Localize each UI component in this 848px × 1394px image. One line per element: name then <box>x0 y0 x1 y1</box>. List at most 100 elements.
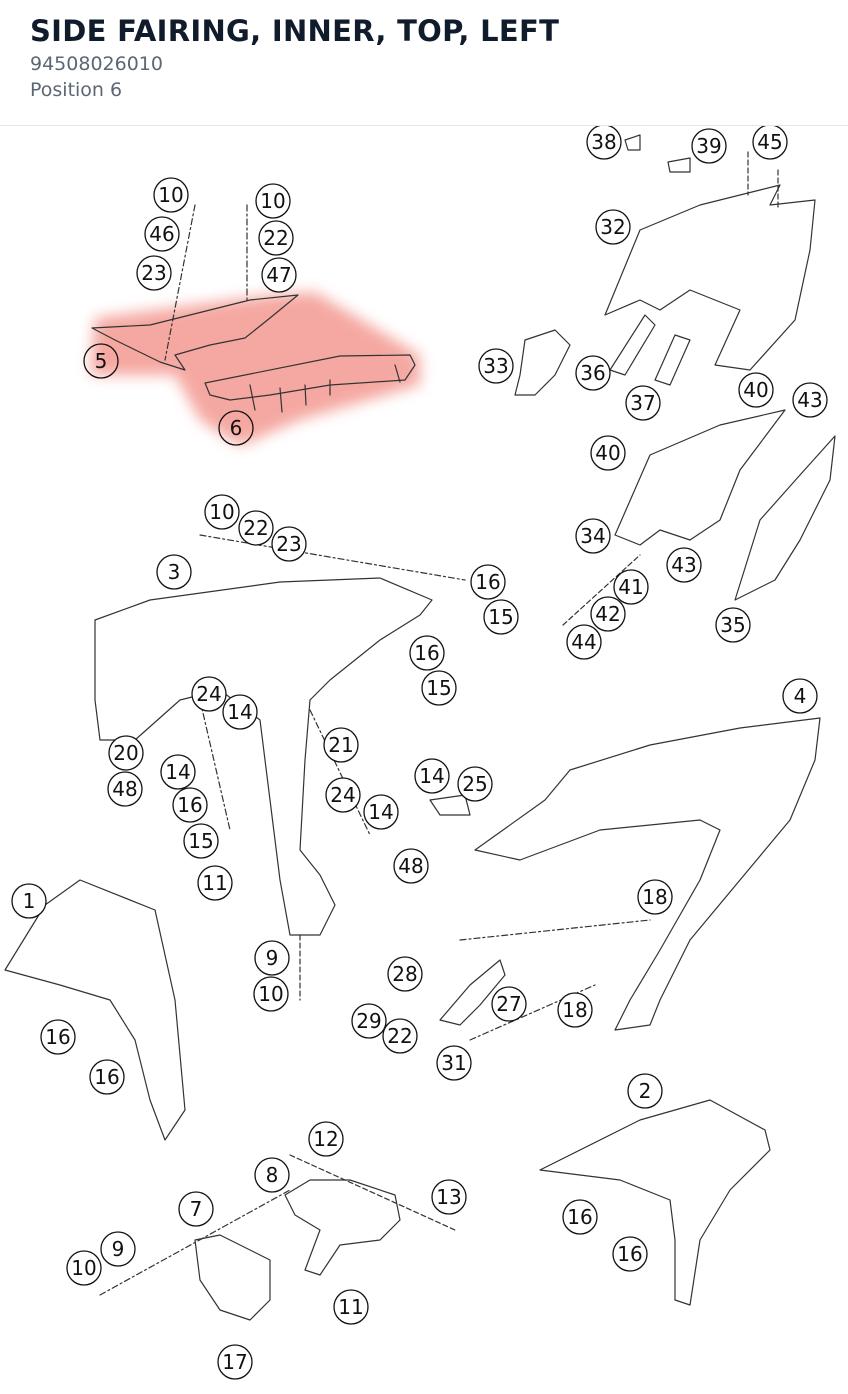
callout-46[interactable]: 46 <box>144 216 180 252</box>
callout-13[interactable]: 13 <box>431 1179 467 1215</box>
callout-1[interactable]: 1 <box>11 883 47 919</box>
part-6-bracket[interactable] <box>204 354 416 401</box>
callout-34[interactable]: 34 <box>575 518 611 554</box>
svg-text:10: 10 <box>158 183 183 207</box>
callout-41[interactable]: 41 <box>613 569 649 605</box>
part-8-bracket[interactable] <box>284 1179 401 1276</box>
callout-16[interactable]: 16 <box>40 1019 76 1055</box>
svg-text:16: 16 <box>94 1065 119 1089</box>
callout-16[interactable]: 16 <box>172 787 208 823</box>
part-1-fairing[interactable] <box>4 879 186 1141</box>
callout-16[interactable]: 16 <box>409 635 445 671</box>
callout-11[interactable]: 11 <box>333 1289 369 1325</box>
callout-23[interactable]: 23 <box>271 526 307 562</box>
svg-text:40: 40 <box>595 441 620 465</box>
part-5-bracket[interactable] <box>91 294 299 371</box>
svg-text:25: 25 <box>462 772 487 796</box>
selected-part-highlight[interactable] <box>90 292 420 446</box>
callout-14[interactable]: 14 <box>363 794 399 830</box>
part-36-trim[interactable] <box>609 314 656 376</box>
callout-7[interactable]: 7 <box>178 1191 214 1227</box>
callout-2[interactable]: 2 <box>627 1073 663 1109</box>
callout-28[interactable]: 28 <box>387 956 423 992</box>
callout-10[interactable]: 10 <box>66 1250 102 1286</box>
part-39[interactable] <box>667 157 691 173</box>
callout-14[interactable]: 14 <box>160 754 196 790</box>
callout-40[interactable]: 40 <box>738 372 774 408</box>
callout-24[interactable]: 24 <box>325 777 361 813</box>
callout-15[interactable]: 15 <box>183 823 219 859</box>
callout-38[interactable]: 38 <box>586 124 622 160</box>
callout-20[interactable]: 20 <box>108 735 144 771</box>
callout-16[interactable]: 16 <box>562 1199 598 1235</box>
part-35-side-panel[interactable] <box>734 435 836 601</box>
callout-48[interactable]: 48 <box>107 771 143 807</box>
part-34-side-panel[interactable] <box>614 409 786 546</box>
callout-23[interactable]: 23 <box>136 255 172 291</box>
callout-6[interactable]: 6 <box>218 410 254 446</box>
callout-22[interactable]: 22 <box>238 510 274 546</box>
callout-42[interactable]: 42 <box>590 596 626 632</box>
callout-16[interactable]: 16 <box>470 564 506 600</box>
callout-10[interactable]: 10 <box>255 183 291 219</box>
callout-21[interactable]: 21 <box>323 727 359 763</box>
callout-14[interactable]: 14 <box>222 694 258 730</box>
callout-32[interactable]: 32 <box>595 209 631 245</box>
callout-24[interactable]: 24 <box>191 676 227 712</box>
part-32-tail-cover[interactable] <box>604 184 816 371</box>
callout-5[interactable]: 5 <box>83 343 119 379</box>
callout-35[interactable]: 35 <box>715 607 751 643</box>
callout-3[interactable]: 3 <box>156 554 192 590</box>
callout-39[interactable]: 39 <box>691 128 727 164</box>
callout-40[interactable]: 40 <box>590 435 626 471</box>
callout-47[interactable]: 47 <box>261 257 297 293</box>
svg-text:48: 48 <box>398 854 423 878</box>
callout-18[interactable]: 18 <box>557 992 593 1028</box>
part-7-grille[interactable] <box>194 1234 271 1321</box>
callout-8[interactable]: 8 <box>254 1157 290 1193</box>
callout-37[interactable]: 37 <box>625 385 661 421</box>
part-37-grille[interactable] <box>654 334 691 386</box>
callout-12[interactable]: 12 <box>308 1121 344 1157</box>
callout-16[interactable]: 16 <box>89 1059 125 1095</box>
callout-17[interactable]: 17 <box>217 1344 253 1380</box>
leader-line <box>164 204 196 361</box>
svg-text:32: 32 <box>600 215 625 239</box>
callout-44[interactable]: 44 <box>566 624 602 660</box>
svg-text:13: 13 <box>436 1185 461 1209</box>
callout-29[interactable]: 29 <box>351 1003 387 1039</box>
callout-43[interactable]: 43 <box>792 382 828 418</box>
callout-10[interactable]: 10 <box>153 177 189 213</box>
svg-text:46: 46 <box>149 222 174 246</box>
callout-16[interactable]: 16 <box>612 1236 648 1272</box>
callout-10[interactable]: 10 <box>204 494 240 530</box>
callout-9[interactable]: 9 <box>100 1231 136 1267</box>
callout-22[interactable]: 22 <box>382 1018 418 1054</box>
callout-27[interactable]: 27 <box>491 986 527 1022</box>
callout-45[interactable]: 45 <box>752 124 788 160</box>
svg-text:14: 14 <box>368 800 393 824</box>
callout-15[interactable]: 15 <box>483 599 519 635</box>
callout-14[interactable]: 14 <box>414 758 450 794</box>
callout-31[interactable]: 31 <box>436 1045 472 1081</box>
callout-36[interactable]: 36 <box>575 355 611 391</box>
callout-25[interactable]: 25 <box>457 766 493 802</box>
part-2-fairing[interactable] <box>539 1099 771 1306</box>
svg-text:39: 39 <box>696 134 721 158</box>
callout-43[interactable]: 43 <box>666 547 702 583</box>
callout-15[interactable]: 15 <box>421 670 457 706</box>
part-38[interactable] <box>624 134 641 151</box>
callout-10[interactable]: 10 <box>253 976 289 1012</box>
part-27-bracket[interactable] <box>439 959 506 1026</box>
callout-33[interactable]: 33 <box>478 348 514 384</box>
part-3-inner-fairing[interactable] <box>94 577 433 936</box>
callout-11[interactable]: 11 <box>197 865 233 901</box>
callout-9[interactable]: 9 <box>254 940 290 976</box>
part-4-side-fairing[interactable] <box>474 717 821 1031</box>
callout-18[interactable]: 18 <box>637 879 673 915</box>
part-33-bracket[interactable] <box>514 329 571 396</box>
part-25-bracket[interactable] <box>429 794 471 816</box>
callout-4[interactable]: 4 <box>782 678 818 714</box>
callout-48[interactable]: 48 <box>393 848 429 884</box>
callout-22[interactable]: 22 <box>258 220 294 256</box>
